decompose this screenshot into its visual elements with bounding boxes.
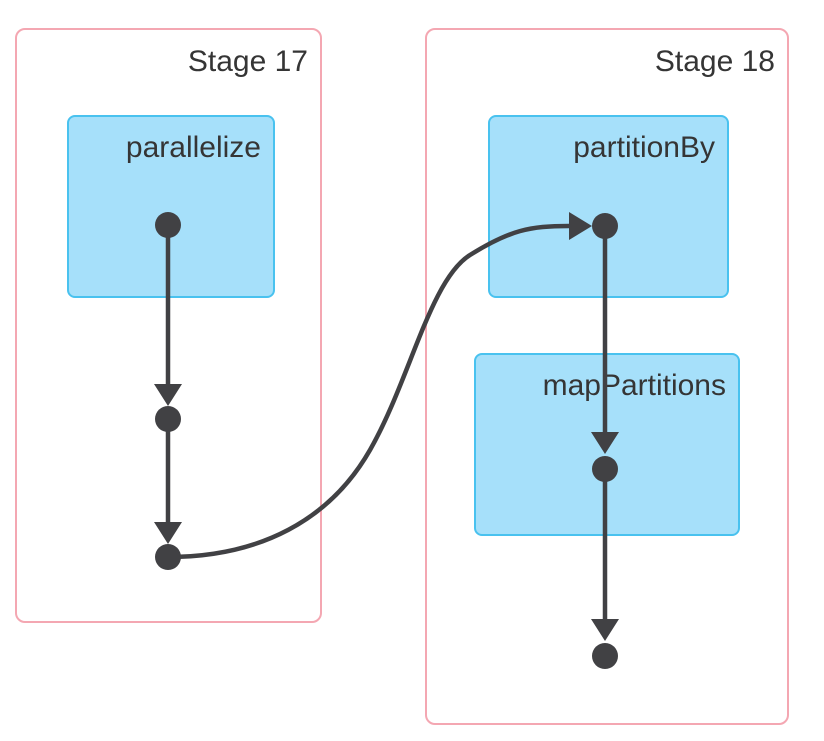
operator-partitionby-label: partitionBy	[573, 131, 715, 164]
stage-17-label: Stage 17	[187, 45, 308, 78]
stage-17-group[interactable]: Stage 17 parallelize	[15, 28, 322, 623]
stage-18-label: Stage 18	[654, 45, 775, 78]
operator-mappartitions-label: mapPartitions	[542, 369, 726, 402]
operator-box-parallelize: parallelize	[67, 115, 275, 298]
operator-parallelize-label: parallelize	[125, 131, 261, 164]
operator-box-partitionby: partitionBy	[488, 115, 729, 298]
operator-box-mappartitions: mapPartitions	[474, 353, 740, 536]
stage-18-group[interactable]: Stage 18 partitionBy mapPartitions	[425, 28, 789, 725]
